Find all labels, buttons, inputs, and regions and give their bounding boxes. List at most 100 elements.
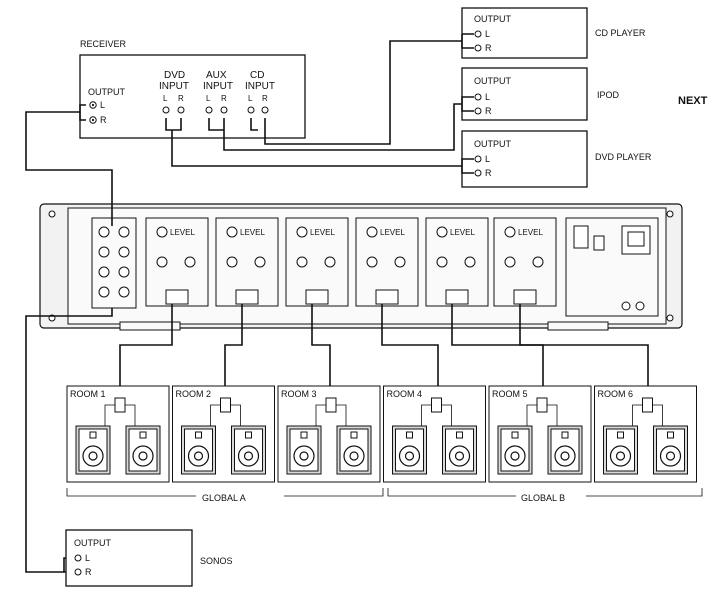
amp-global-in-4[interactable]	[118, 246, 130, 258]
amp-global-in-6[interactable]	[118, 266, 130, 278]
amp-global-in-1[interactable]	[98, 226, 110, 238]
room-5-speaker-right-tweeter	[561, 431, 569, 439]
amp-ch4-level-knob[interactable]	[366, 226, 378, 238]
source-ipod-l-jack[interactable]	[474, 93, 482, 101]
rack-hole-br	[666, 314, 674, 322]
receiver-aux-l: L	[206, 94, 211, 103]
amp-ch4-in-l[interactable]	[366, 256, 378, 268]
amp-ch1-speaker-terminal[interactable]	[165, 289, 189, 305]
amp-ch6-level-knob[interactable]	[504, 226, 516, 238]
rack-hole-tl	[48, 210, 56, 218]
receiver-dvd-l: L	[163, 94, 168, 103]
wire-ch3-to-room3	[311, 304, 331, 392]
amp-ch6-in-l[interactable]	[504, 256, 516, 268]
amp-ch3-speaker-terminal[interactable]	[305, 289, 329, 305]
global-a-label-bg	[196, 490, 284, 504]
receiver-dvd-r-jack[interactable]	[177, 106, 185, 114]
wire-dvd-to-receiver	[165, 118, 474, 174]
amp-input-wires	[25, 104, 113, 573]
amp-ch2-in-r[interactable]	[254, 256, 266, 268]
amp-ch5-in-r[interactable]	[464, 256, 476, 268]
receiver-cd-input-bottom: INPUT	[245, 81, 275, 92]
wire-receiver-to-amp	[25, 111, 113, 226]
room-2-speaker-right-tweeter	[245, 431, 252, 439]
amp-ch3-level-knob[interactable]	[296, 226, 308, 238]
room-2: ROOM 2	[172, 385, 275, 483]
amp-ch5-speaker-terminal[interactable]	[445, 289, 469, 305]
source-dvd-player: OUTPUT L R DVD PLAYER	[461, 130, 652, 188]
amp-global-in-3[interactable]	[98, 246, 110, 258]
source-ipod-r-jack[interactable]	[474, 107, 482, 115]
source-dvd-l-jack[interactable]	[474, 155, 482, 163]
amp-global-in-7[interactable]	[98, 286, 110, 298]
room-6-speaker-wire	[632, 404, 663, 426]
room-3-label: ROOM 3	[281, 389, 317, 399]
amp-fuse-holder[interactable]	[593, 235, 605, 251]
source-ipod-r: R	[485, 106, 492, 116]
amp-ch5-in-l[interactable]	[436, 256, 448, 268]
amp-channel-4: LEVEL	[355, 217, 419, 307]
room-6-volume-control[interactable]	[642, 397, 653, 413]
room-4-speaker-right-dustcap	[454, 451, 465, 461]
amp-trigger-out[interactable]	[635, 301, 645, 311]
room-2-volume-control[interactable]	[220, 397, 231, 413]
amp-ch1-level-knob[interactable]	[156, 226, 168, 238]
source-dvd-output: OUTPUT	[474, 139, 512, 149]
amp-ch1-in-l[interactable]	[156, 256, 168, 268]
amp-ch2-level-knob[interactable]	[226, 226, 238, 238]
room-4-label: ROOM 4	[387, 389, 423, 399]
receiver-cd-l-jack[interactable]	[247, 106, 255, 114]
amp-ch6-level-label: LEVEL	[518, 228, 543, 237]
amp-ch1-level-label: LEVEL	[170, 228, 195, 237]
global-a-bracket: GLOBAL A	[66, 488, 384, 504]
amp-trigger-in[interactable]	[621, 301, 631, 311]
receiver-dvd-r: R	[178, 94, 184, 103]
room-1: ROOM 1	[66, 385, 170, 483]
amp-ch3-in-l[interactable]	[296, 256, 308, 268]
room-6: ROOM 6	[594, 385, 697, 483]
global-a-label: GLOBAL A	[202, 493, 246, 503]
sonos-l-jack[interactable]	[74, 554, 82, 562]
amp-ch6-speaker-terminal[interactable]	[513, 289, 537, 305]
source-cd-r-jack[interactable]	[474, 44, 482, 52]
source-dvd-r-jack[interactable]	[474, 169, 482, 177]
room-4-volume-control[interactable]	[431, 397, 442, 413]
amp-ch2-speaker-terminal[interactable]	[235, 289, 259, 305]
amp-global-in-5[interactable]	[98, 266, 110, 278]
amp-ch4-speaker-terminal[interactable]	[375, 289, 399, 305]
amp-global-in-2[interactable]	[118, 226, 130, 238]
room-3-speaker-wire	[315, 404, 347, 426]
source-ipod-output: OUTPUT	[474, 76, 512, 86]
source-ipod-frame	[461, 67, 588, 121]
room-4-speaker-left-dustcap	[404, 451, 415, 461]
receiver-aux-r: R	[221, 94, 227, 103]
sonos-r-jack[interactable]	[74, 568, 82, 576]
room-6-speaker-right-dustcap	[665, 451, 676, 461]
amp-ch2-in-l[interactable]	[226, 256, 238, 268]
receiver-aux-l-jack[interactable]	[205, 106, 213, 114]
receiver-dvd-l-jack[interactable]	[162, 106, 170, 114]
room-1-speaker-right-tweeter	[139, 431, 147, 439]
amp-ch1-in-r[interactable]	[184, 256, 196, 268]
receiver-cd-r-jack[interactable]	[261, 106, 269, 114]
wire-ch6-to-room6	[519, 304, 649, 392]
amp-ch5-level-knob[interactable]	[436, 226, 448, 238]
amp-power-switch[interactable]	[573, 225, 589, 249]
room-1-volume-control[interactable]	[114, 397, 126, 413]
receiver-aux-r-jack[interactable]	[220, 106, 228, 114]
source-sonos: OUTPUT L R SONOS	[65, 529, 233, 587]
room-5: ROOM 5	[488, 385, 592, 483]
amp-ch3-in-r[interactable]	[324, 256, 336, 268]
room-5-volume-control[interactable]	[536, 397, 548, 413]
amp-global-in-8[interactable]	[118, 286, 130, 298]
room-3-volume-control[interactable]	[325, 397, 337, 413]
amp-ch4-in-r[interactable]	[394, 256, 406, 268]
amp-ch6-in-r[interactable]	[532, 256, 544, 268]
source-cd-frame	[461, 7, 588, 59]
next-label[interactable]: NEXT	[678, 95, 708, 107]
amp-power-inlet-socket	[627, 231, 645, 247]
amp-ch2-level-label: LEVEL	[240, 228, 265, 237]
source-cd-l-jack[interactable]	[474, 30, 482, 38]
source-cd-player: OUTPUT L R CD PLAYER	[461, 7, 646, 59]
